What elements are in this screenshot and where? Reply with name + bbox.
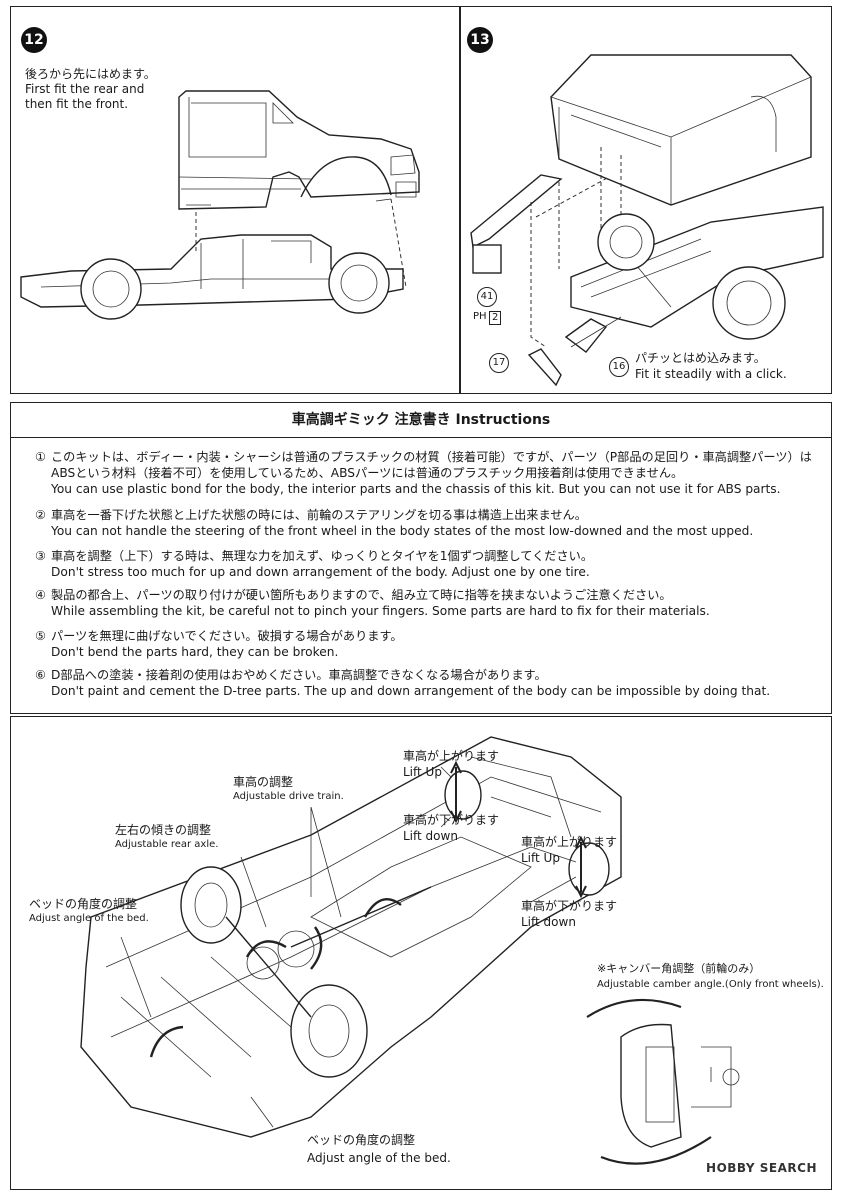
lift-down-front-en: Lift down bbox=[403, 829, 458, 843]
rear-axle-ja: 左右の傾きの調整 bbox=[115, 823, 212, 837]
note-6-en: Don't paint and cement the D-tree parts.… bbox=[51, 684, 771, 698]
bed-angle-1-ja: ベッドの角度の調整 bbox=[29, 897, 138, 911]
note-6-ja: D部品への塗装・接着剤の使用はおやめください。車高調整できなくなる場合があります… bbox=[51, 668, 547, 682]
lift-up-front-ja: 車高が上がります bbox=[403, 749, 500, 763]
note-1-number: ① bbox=[35, 450, 46, 464]
note-1-en: You can use plastic bond for the body, t… bbox=[51, 482, 781, 496]
note-4-ja: 製品の都合上、パーツの取り付けが硬い箇所もありますので、組み立て時に指等を挟まな… bbox=[51, 588, 672, 602]
adjustment-diagram-panel: 車高が上がります Lift Up 車高が下がります Lift down 車高が上… bbox=[10, 716, 832, 1190]
bed-angle-2-en: Adjust angle of the bed. bbox=[307, 1151, 451, 1165]
step-12-text-en-1: First fit the rear and bbox=[25, 82, 145, 96]
step-13-note-ja: パチッとはめ込みます。 bbox=[635, 351, 766, 365]
note-4: ④ 製品の都合上、パーツの取り付けが硬い箇所もありますので、組み立て時に指等を挟ま… bbox=[35, 587, 815, 619]
lift-up-rear-ja: 車高が上がります bbox=[521, 835, 618, 849]
part-41-quantity: 2 bbox=[489, 311, 502, 325]
lift-down-front-ja: 車高が下がります bbox=[403, 813, 500, 827]
note-6-number: ⑥ bbox=[35, 668, 46, 682]
note-2-number: ② bbox=[35, 508, 46, 522]
note-3: ③ 車高を調整（上下）する時は、無理な力を加えず、ゆっくりとタイヤを1個ずつ調整し… bbox=[35, 548, 815, 580]
lift-up-rear-en: Lift Up bbox=[521, 851, 560, 865]
assembly-steps-panel: 12 後ろから先にはめます。 First fit the rear and th… bbox=[10, 6, 832, 394]
note-1: ① このキットは、ボディー・内装・シャーシは普通のプラスチックの材質（接着可能）で… bbox=[35, 449, 815, 497]
step-12-text-en-2: then fit the front. bbox=[25, 97, 129, 111]
drive-train-en: Adjustable drive train. bbox=[233, 791, 344, 802]
note-3-ja: 車高を調整（上下）する時は、無理な力を加えず、ゆっくりとタイヤを1個ずつ調整して… bbox=[51, 549, 594, 563]
rear-axle-en: Adjustable rear axle. bbox=[115, 839, 219, 850]
note-3-en: Don't stress too much for up and down ar… bbox=[51, 565, 590, 579]
step-12-number: 12 bbox=[21, 27, 47, 53]
note-2: ② 車高を一番下げた状態と上げた状態の時には、前輪のステアリングを切る事は構造上出… bbox=[35, 507, 815, 539]
hobby-search-watermark: HOBBY SEARCH bbox=[706, 1161, 817, 1175]
part-41-number: 41 bbox=[477, 287, 497, 307]
lift-up-front-en: Lift Up bbox=[403, 765, 442, 779]
camber-ja: ※キャンバー角調整（前輪のみ） bbox=[597, 962, 761, 975]
note-2-ja: 車高を一番下げた状態と上げた状態の時には、前輪のステアリングを切る事は構造上出来… bbox=[51, 508, 587, 522]
part-16-number: 16 bbox=[609, 357, 629, 377]
bed-angle-1-en: Adjust angle of the bed. bbox=[29, 913, 149, 924]
lift-down-rear-ja: 車高が下がります bbox=[521, 899, 618, 913]
note-1-ja: このキットは、ボディー・内装・シャーシは普通のプラスチックの材質（接着可能）です… bbox=[51, 450, 812, 464]
chassis-underside-drawing bbox=[80, 736, 740, 1165]
step-13-number: 13 bbox=[467, 27, 493, 53]
note-5-en: Don't bend the parts hard, they can be b… bbox=[51, 645, 339, 659]
note-5: ⑤ パーツを無理に曲げないでください。破損する場合があります。 Don't ben… bbox=[35, 628, 815, 660]
instructions-notes-panel: 車高調ギミック 注意書き Instructions ① このキットは、ボディー・内… bbox=[10, 402, 832, 714]
bed-angle-2-ja: ベッドの角度の調整 bbox=[307, 1133, 416, 1147]
note-5-ja: パーツを無理に曲げないでください。破損する場合があります。 bbox=[51, 629, 403, 643]
note-2-en: You can not handle the steering of the f… bbox=[51, 524, 754, 538]
note-1-ja-2: ABSという材料（接着不可）を使用しているため、ABSパーツには普通のプラスチッ… bbox=[51, 466, 684, 480]
step-13-note-en: Fit it steadily with a click. bbox=[635, 367, 787, 381]
camber-en: Adjustable camber angle.(Only front whee… bbox=[597, 979, 824, 990]
note-5-number: ⑤ bbox=[35, 629, 46, 643]
part-17-number: 17 bbox=[489, 353, 509, 373]
part-41-mark: PH bbox=[473, 311, 487, 322]
notes-title: 車高調ギミック 注意書き Instructions bbox=[11, 403, 831, 438]
note-4-en: While assembling the kit, be careful not… bbox=[51, 604, 710, 618]
note-6: ⑥ D部品への塗装・接着剤の使用はおやめください。車高調整できなくなる場合がありま… bbox=[35, 667, 815, 699]
drive-train-ja: 車高の調整 bbox=[233, 775, 294, 789]
panel-divider bbox=[459, 7, 461, 393]
step-12-text-ja: 後ろから先にはめます。 bbox=[25, 67, 156, 81]
lift-down-rear-en: Lift down bbox=[521, 915, 576, 929]
step-12-cab-chassis-drawing bbox=[20, 90, 420, 320]
note-3-number: ③ bbox=[35, 549, 46, 563]
note-4-number: ④ bbox=[35, 588, 46, 602]
